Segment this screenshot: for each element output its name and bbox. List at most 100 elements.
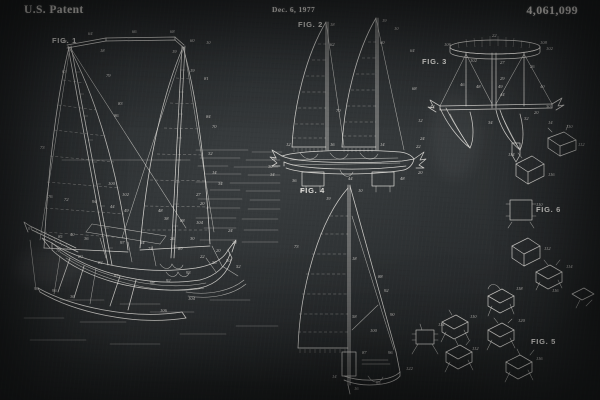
svg-text:72: 72 — [64, 197, 69, 202]
figure-label-fig6: FIG. 6 — [536, 205, 561, 214]
svg-text:20: 20 — [216, 248, 221, 253]
figure-fig6: FIG. 6 — [505, 124, 585, 267]
svg-text:18: 18 — [100, 48, 105, 53]
svg-text:60: 60 — [190, 38, 195, 43]
svg-text:91: 91 — [28, 226, 33, 231]
svg-text:14: 14 — [380, 142, 385, 147]
svg-text:88: 88 — [378, 274, 383, 279]
svg-text:30: 30 — [268, 164, 273, 169]
svg-text:97: 97 — [120, 240, 125, 245]
figure-fig4: FIG. 4 — [294, 184, 414, 395]
svg-text:100: 100 — [108, 181, 116, 186]
svg-text:26: 26 — [272, 156, 277, 161]
svg-text:73: 73 — [40, 145, 45, 150]
shrouds — [29, 239, 97, 305]
svg-text:14: 14 — [332, 374, 337, 379]
svg-text:19: 19 — [190, 68, 195, 73]
callouts-fig5: 114 116 118 120 110 112 114 116 — [438, 264, 573, 361]
callouts-fig2: 18 19 10 62 60 64 68 70 12 16 14 26 30 3… — [268, 18, 423, 193]
svg-text:19: 19 — [172, 49, 177, 54]
svg-text:22: 22 — [200, 254, 205, 259]
svg-text:110: 110 — [536, 202, 543, 207]
svg-text:54: 54 — [140, 240, 145, 245]
figure-fig1: FIG. 1 — [23, 29, 283, 345]
deck-ribs — [457, 36, 531, 49]
svg-text:108: 108 — [540, 40, 548, 45]
figure-label-fig3: FIG. 3 — [422, 57, 447, 66]
svg-text:26: 26 — [530, 64, 535, 69]
svg-text:96: 96 — [52, 288, 57, 293]
svg-text:82: 82 — [98, 260, 103, 265]
fig5-part-2 — [487, 284, 515, 317]
svg-text:104: 104 — [188, 296, 196, 301]
svg-text:110: 110 — [470, 314, 477, 319]
svg-text:50: 50 — [226, 258, 231, 263]
svg-text:40: 40 — [540, 84, 545, 89]
figure-label-fig2: FIG. 2 — [298, 20, 323, 29]
svg-text:40: 40 — [70, 232, 75, 237]
svg-text:73: 73 — [294, 244, 299, 249]
svg-text:16: 16 — [330, 142, 335, 147]
svg-text:16: 16 — [354, 386, 359, 391]
svg-text:27: 27 — [500, 60, 505, 65]
svg-text:92: 92 — [166, 278, 171, 283]
svg-text:27: 27 — [196, 192, 201, 197]
svg-text:49: 49 — [124, 208, 129, 213]
svg-text:18: 18 — [352, 256, 357, 261]
svg-text:98: 98 — [150, 280, 155, 285]
svg-text:14: 14 — [548, 120, 553, 125]
svg-text:56: 56 — [212, 260, 217, 265]
svg-text:94: 94 — [92, 199, 97, 204]
svg-text:84: 84 — [206, 114, 211, 119]
svg-text:19: 19 — [382, 18, 387, 23]
svg-text:70: 70 — [212, 124, 217, 129]
svg-text:118: 118 — [516, 286, 523, 291]
sail-battens-2 — [142, 77, 210, 231]
svg-text:38: 38 — [164, 216, 169, 221]
svg-text:114: 114 — [566, 264, 573, 269]
callouts-fig4: 10 19 73 18 88 92 90 100 58 87 96 122 14… — [294, 188, 414, 391]
svg-text:10: 10 — [206, 40, 211, 45]
svg-text:88: 88 — [180, 218, 185, 223]
svg-text:70: 70 — [336, 108, 341, 113]
svg-text:19: 19 — [326, 196, 331, 201]
svg-text:74: 74 — [148, 246, 153, 251]
svg-text:58: 58 — [62, 39, 67, 44]
svg-text:10: 10 — [394, 26, 399, 31]
svg-text:120: 120 — [518, 318, 526, 323]
fitting-part-a — [547, 124, 577, 157]
svg-text:97: 97 — [114, 273, 119, 278]
svg-text:34: 34 — [488, 120, 493, 125]
fig5-part-8 — [571, 287, 595, 309]
svg-text:20: 20 — [534, 110, 539, 115]
crossbeams — [57, 257, 137, 311]
svg-text:22: 22 — [416, 144, 421, 149]
figure-label-fig5: FIG. 5 — [531, 337, 556, 346]
svg-text:46: 46 — [460, 82, 465, 87]
callouts-fig6: 110 112 114 116 110 112 — [508, 124, 585, 251]
svg-text:83: 83 — [118, 101, 123, 106]
svg-text:99: 99 — [34, 286, 39, 291]
svg-text:63: 63 — [62, 69, 67, 74]
svg-text:102: 102 — [122, 192, 130, 197]
svg-text:32: 32 — [524, 116, 529, 121]
figure-fig5: FIG. 5 — [411, 259, 595, 383]
svg-text:48: 48 — [158, 208, 163, 213]
fitting-part-d — [511, 237, 541, 267]
svg-text:85: 85 — [58, 234, 63, 239]
svg-text:36: 36 — [292, 178, 297, 183]
svg-text:114: 114 — [438, 322, 445, 327]
svg-text:18: 18 — [330, 22, 335, 27]
svg-text:36: 36 — [70, 294, 75, 299]
steering-gear — [23, 221, 79, 253]
svg-text:58: 58 — [352, 314, 357, 319]
mast-rungs-2 — [172, 69, 185, 247]
svg-text:52: 52 — [236, 264, 241, 269]
figure-fig2: FIG. 2 — [268, 17, 427, 193]
svg-text:30: 30 — [190, 236, 195, 241]
svg-text:78: 78 — [56, 248, 61, 253]
svg-text:66: 66 — [132, 29, 137, 34]
svg-text:79: 79 — [106, 73, 111, 78]
svg-text:93: 93 — [186, 270, 191, 275]
svg-text:68: 68 — [412, 86, 417, 91]
